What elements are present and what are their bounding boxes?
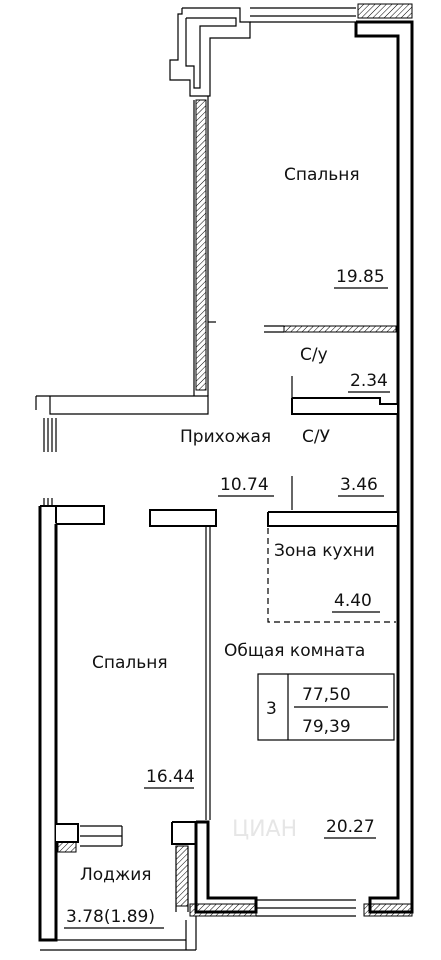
watermark: ЦИАН bbox=[232, 817, 297, 842]
apartment-info-box bbox=[257, 673, 395, 741]
wall-bathroom-top bbox=[264, 325, 397, 333]
room-area-common-room: 20.27 bbox=[326, 817, 375, 837]
wall-partition-lower bbox=[205, 526, 211, 820]
room-name-loggia: Лоджия bbox=[80, 865, 152, 885]
wall-bathroom-mid bbox=[267, 476, 399, 527]
room-name-hallway: Прихожая bbox=[180, 427, 271, 447]
room-name-bedroom-bottom: Спальня bbox=[92, 653, 168, 673]
room-area-bedroom-top: 19.85 bbox=[336, 267, 385, 287]
apartment-living-area: 77,50 bbox=[302, 685, 351, 705]
wall-corridor bbox=[40, 498, 217, 527]
wall-hall-left bbox=[35, 395, 209, 452]
wall-bedroom-top-left bbox=[193, 96, 216, 396]
room-area-bathroom-top: 2.34 bbox=[350, 371, 388, 391]
kitchen-zone-outline bbox=[267, 528, 396, 623]
room-area-hallway: 10.74 bbox=[220, 475, 269, 495]
wall-top-left-corner bbox=[169, 7, 251, 97]
room-name-bathroom-top: С/у bbox=[300, 345, 328, 365]
room-area-bathroom-mid: 3.46 bbox=[340, 475, 378, 495]
room-name-kitchen-zone: Зона кухни bbox=[274, 541, 375, 561]
room-name-common-room: Общая комната bbox=[224, 641, 365, 661]
window-top bbox=[250, 7, 356, 23]
room-area-loggia: 3.78(1.89) bbox=[66, 907, 155, 927]
room-area-kitchen-zone: 4.40 bbox=[334, 591, 372, 611]
apartment-rooms-count: 3 bbox=[266, 699, 277, 719]
wall-common-room-bottom bbox=[189, 820, 413, 917]
wall-top-right bbox=[354, 3, 414, 914]
room-area-bedroom-bottom: 16.44 bbox=[146, 767, 195, 787]
room-name-bedroom-top: Спальня bbox=[284, 165, 360, 185]
apartment-total-area: 79,39 bbox=[302, 717, 351, 737]
room-name-bathroom-mid: С/У bbox=[302, 427, 331, 447]
wall-bathroom-lower bbox=[291, 376, 399, 415]
wall-bedroom-bottom-left bbox=[38, 506, 197, 951]
